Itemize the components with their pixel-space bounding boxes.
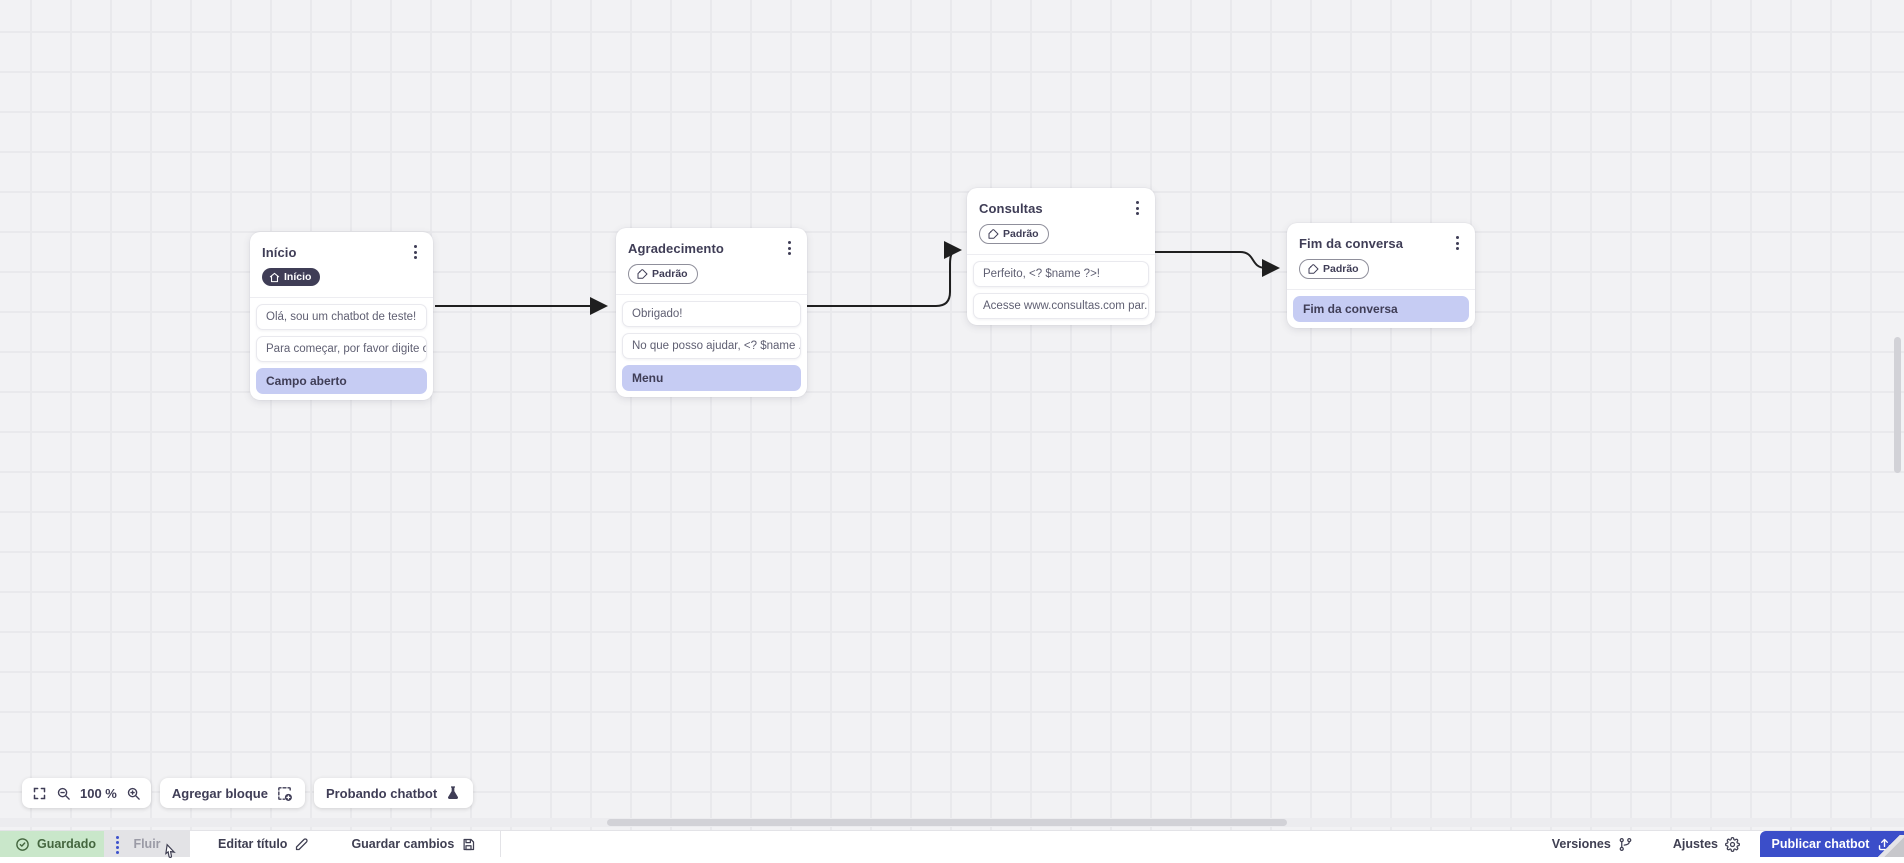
flow-node-consultas[interactable]: Consultas Padrão Perfeito, <? $name ?>! A… (967, 188, 1155, 325)
kebab-menu-icon[interactable] (1452, 234, 1463, 252)
saved-status-label: Guardado (37, 837, 96, 851)
fullscreen-icon[interactable] (32, 786, 47, 801)
add-block-button[interactable]: Agregar bloque (160, 778, 305, 808)
node-title: Consultas (979, 201, 1043, 216)
node-badge: Início (262, 268, 320, 286)
node-badge-label: Padrão (1323, 263, 1359, 275)
saved-status-badge: Guardado (0, 831, 104, 857)
kebab-menu-icon[interactable] (784, 239, 795, 257)
tag-icon (1307, 263, 1319, 275)
node-title: Agradecimento (628, 241, 724, 256)
save-changes-button[interactable]: Guardar cambios (351, 831, 476, 857)
kebab-menu-icon[interactable] (410, 243, 421, 261)
node-item-action[interactable]: Campo aberto (256, 368, 427, 394)
flow-node-fim-da-conversa[interactable]: Fim da conversa Padrão Fim da conversa (1287, 223, 1475, 328)
save-icon (461, 837, 476, 852)
zoom-level: 100 % (80, 786, 117, 801)
zoom-in-icon[interactable] (126, 786, 141, 801)
connection-agradecimento-consultas[interactable] (807, 250, 958, 306)
edit-title-button[interactable]: Editar título (218, 831, 309, 857)
node-items: Fim da conversa (1287, 289, 1475, 328)
node-item-action[interactable]: Menu (622, 365, 801, 391)
node-badge: Padrão (628, 264, 698, 284)
tag-icon (987, 228, 999, 240)
flow-canvas[interactable]: Início Início Olá, sou um chatbot de tes… (0, 0, 1904, 830)
drag-handle-icon[interactable] (116, 836, 119, 854)
node-item-message[interactable]: Olá, sou um chatbot de teste! (256, 304, 427, 330)
zoom-out-icon[interactable] (56, 786, 71, 801)
node-items: Obrigado! No que posso ajudar, <? $name .… (616, 294, 807, 397)
node-badge-label: Padrão (652, 268, 688, 280)
test-chatbot-label: Probando chatbot (326, 786, 437, 801)
node-badge: Padrão (1299, 259, 1369, 279)
node-items: Perfeito, <? $name ?>! Acesse www.consult… (967, 254, 1155, 325)
node-badge-label: Início (284, 271, 311, 283)
vertical-scrollbar-thumb[interactable] (1894, 337, 1901, 473)
connection-consultas-fim[interactable] (1155, 252, 1276, 268)
save-changes-label: Guardar cambios (351, 837, 454, 851)
view-controls: 100 % Agregar bloque Probando chatbot (22, 778, 473, 808)
settings-button[interactable]: Ajustes (1653, 831, 1760, 857)
versions-label: Versiones (1552, 837, 1611, 851)
add-block-label: Agregar bloque (172, 786, 268, 801)
flow-node-inicio[interactable]: Início Início Olá, sou um chatbot de tes… (250, 232, 433, 400)
tag-icon (636, 268, 648, 280)
horizontal-scrollbar-thumb[interactable] (607, 819, 1287, 826)
node-item-message[interactable]: Obrigado! (622, 301, 801, 327)
node-title: Fim da conversa (1299, 236, 1403, 251)
flow-node-agradecimento[interactable]: Agradecimento Padrão Obrigado! No que pos… (616, 228, 807, 397)
kebab-menu-icon[interactable] (1132, 199, 1143, 217)
node-item-message[interactable]: Acesse www.consultas.com par... (973, 293, 1149, 319)
tab-flow-label: Fluir (133, 837, 160, 851)
status-bar-right: Versiones Ajustes Publicar chatbot (1532, 831, 1904, 857)
node-item-message[interactable]: Perfeito, <? $name ?>! (973, 261, 1149, 287)
zoom-panel: 100 % (22, 778, 151, 808)
edit-title-label: Editar título (218, 837, 287, 851)
node-title: Início (262, 245, 297, 260)
node-items: Olá, sou um chatbot de teste! Para começa… (250, 297, 433, 400)
pencil-icon (294, 837, 309, 852)
node-item-message[interactable]: Para começar, por favor digite o ... (256, 336, 427, 362)
corner-grip (1874, 835, 1904, 857)
gear-icon (1725, 837, 1740, 852)
node-badge-label: Padrão (1003, 228, 1039, 240)
divider (500, 831, 501, 857)
node-item-message[interactable]: No que posso ajudar, <? $name ... (622, 333, 801, 359)
node-item-action[interactable]: Fim da conversa (1293, 296, 1469, 322)
flask-icon (445, 785, 461, 801)
test-chatbot-button[interactable]: Probando chatbot (314, 778, 473, 808)
node-badge: Padrão (979, 224, 1049, 244)
settings-label: Ajustes (1673, 837, 1718, 851)
connections-layer (0, 0, 1904, 830)
status-bar: Guardado Fluir Editar título Guardar cam… (0, 830, 1904, 857)
home-icon (269, 272, 280, 283)
publish-chatbot-label: Publicar chatbot (1772, 837, 1870, 851)
check-circle-icon (15, 837, 30, 852)
git-branch-icon (1618, 837, 1633, 852)
versions-button[interactable]: Versiones (1532, 831, 1653, 857)
tab-flow[interactable]: Fluir (104, 831, 190, 857)
add-block-icon (276, 785, 293, 802)
